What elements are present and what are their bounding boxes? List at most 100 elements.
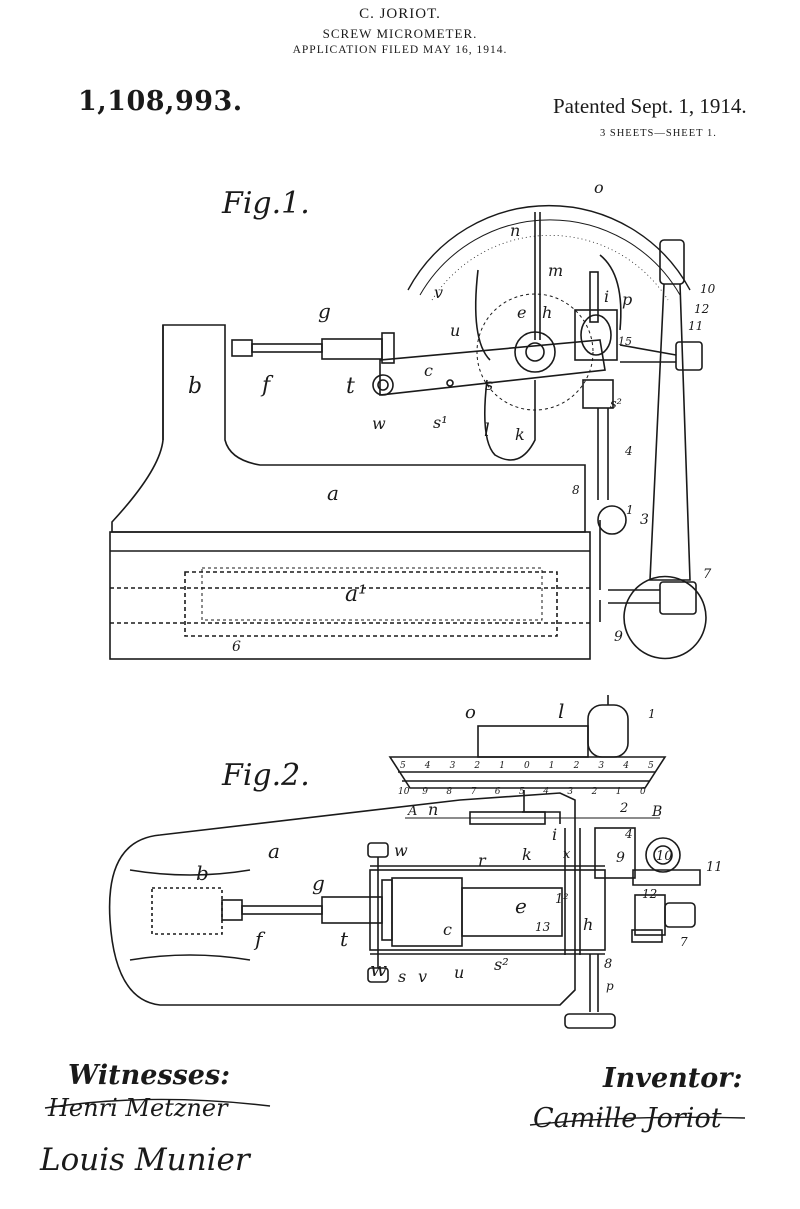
fig2-ref: w (370, 957, 387, 981)
fig1-ref: b (188, 374, 202, 399)
scale-numeral: 5 (400, 761, 406, 771)
fig1-ref: 12 (694, 302, 709, 316)
fig1-ref: a (327, 481, 339, 505)
fig2-ref: o (465, 702, 476, 723)
fig2-ref: s² (494, 955, 509, 974)
application-filed-line: APPLICATION FILED MAY 16, 1914. (292, 44, 508, 56)
scale-numeral: 3 (567, 787, 573, 797)
patented-date: Patented Sept. 1, 1914. (553, 94, 747, 118)
fig2-ref: h (583, 915, 593, 934)
scale-numeral: 0 (524, 761, 530, 771)
fig1-ref: 11 (688, 319, 703, 333)
fig2-ref: A (407, 804, 417, 819)
fig2-ref: 2 (619, 801, 628, 816)
scale-numeral: 3 (450, 761, 456, 771)
scale-numeral: 4 (542, 787, 549, 797)
fig2-ref: 7 (680, 935, 688, 949)
fig1-reference-letters: o n m i p 10 12 11 g v u e h 15 b f c t … (188, 178, 716, 655)
fig2-ref: 4 (624, 827, 633, 841)
fig2-ref: s (398, 967, 406, 986)
fig1-ref: l (484, 420, 490, 441)
fig2-ref: w (394, 841, 408, 860)
scale-numeral: 4 (424, 761, 431, 771)
inventor-label: Inventor: (603, 1063, 743, 1094)
scale-numeral: 9 (422, 787, 428, 797)
fig1-ref: o (594, 178, 604, 197)
patent-number: 1,108,993. (78, 86, 243, 117)
fig1-ref: c (424, 361, 433, 380)
scale-numeral: 7 (471, 787, 477, 797)
fig2-ref: 11 (706, 860, 723, 875)
fig1-ref: 7 (703, 567, 712, 582)
fig1-ref: i (604, 287, 609, 306)
figure-1-label: Fig.1. (222, 186, 310, 221)
scale-numeral: 2 (473, 761, 480, 771)
fig2-ref: f (253, 927, 266, 951)
sheet-count: 3 SHEETS—SHEET 1. (600, 128, 717, 139)
scale-numeral: 1 (549, 761, 555, 771)
patent-title: SCREW MICROMETER. (322, 26, 478, 41)
scale-numeral: 10 (398, 787, 410, 797)
fig2-ref: 13 (535, 920, 551, 934)
inventor-name-header: C. JORIOT. (359, 6, 441, 22)
fig2-ref: b (196, 861, 209, 885)
scale-numeral: 5 (648, 761, 654, 771)
fig1-ref: 9 (614, 629, 623, 645)
fig1-ref: 1 (626, 503, 634, 517)
fig1-ref: p (622, 290, 632, 309)
fig2-ref: 8 (604, 957, 612, 972)
fig1-drawing (109, 205, 707, 660)
fig1-ref: u (450, 321, 460, 340)
scale-numeral: 1 (499, 761, 505, 771)
fig2-ref: i (552, 825, 557, 844)
fig1-ref: s² (610, 397, 622, 412)
fig1-ref: s (485, 375, 493, 394)
fig1-ref: m (548, 261, 563, 280)
scale-numeral: 2 (573, 761, 580, 771)
fig2-ref: l (558, 699, 564, 723)
fig2-ref: a (268, 839, 280, 863)
fig2-ref: c (443, 920, 452, 939)
fig2-reference-letters: o l 1 A n 2 B a w r i x 4 9 10 11 b g k … (196, 699, 723, 993)
fig2-ref: 1 (648, 707, 656, 721)
fig2-ref: B (651, 804, 662, 820)
fig2-ref: u (454, 963, 464, 982)
scale-numeral: 6 (495, 787, 501, 797)
fig2-ref: v (418, 967, 427, 986)
fig2-drawing (108, 695, 701, 1029)
fig1-ref: f (260, 373, 274, 398)
fig1-ref: 3 (640, 512, 649, 528)
inventor-signature: Camille Joriot (533, 1103, 722, 1134)
scale-numeral: 5 (519, 787, 525, 797)
fig1-ref: k (515, 425, 525, 444)
fig1-ref: 8 (572, 483, 580, 497)
fig1-ref: n (510, 221, 520, 240)
fig1-ref: s¹ (433, 413, 448, 432)
fig2-ref: t (340, 927, 349, 951)
fig2-ref: k (522, 845, 532, 864)
fig2-ref: n (428, 800, 438, 819)
fig1-ref: w (372, 414, 386, 433)
scale-numeral: 3 (598, 761, 604, 771)
figure-2-label: Fig.2. (222, 758, 310, 793)
fig2-ref: e (515, 894, 527, 918)
scale-numeral: 0 (640, 787, 646, 797)
fig1-ref: 15 (618, 335, 632, 348)
signature-flourishes (44, 1098, 746, 1126)
fig1-ref: e (517, 303, 526, 322)
witnesses-label: Witnesses: (68, 1060, 231, 1091)
fig2-ref: 12 (642, 887, 657, 901)
fig1-ref: a¹ (345, 582, 367, 607)
scale-numeral: 4 (622, 761, 629, 771)
fig1-ref: g (318, 299, 331, 323)
fig1-ref: t (346, 374, 355, 399)
scale-numeral: 8 (446, 787, 452, 797)
fig2-ref: g (312, 871, 325, 895)
fig1-ref: 10 (700, 282, 716, 296)
fig1-ref: 6 (232, 639, 241, 655)
witness-2-signature: Louis Munier (40, 1142, 250, 1178)
fig1-ref: 4 (624, 444, 633, 458)
fig2-scale-top: 5 4 3 2 1 0 1 2 3 4 5 (400, 761, 654, 771)
fig2-ref: 1² (555, 892, 568, 907)
